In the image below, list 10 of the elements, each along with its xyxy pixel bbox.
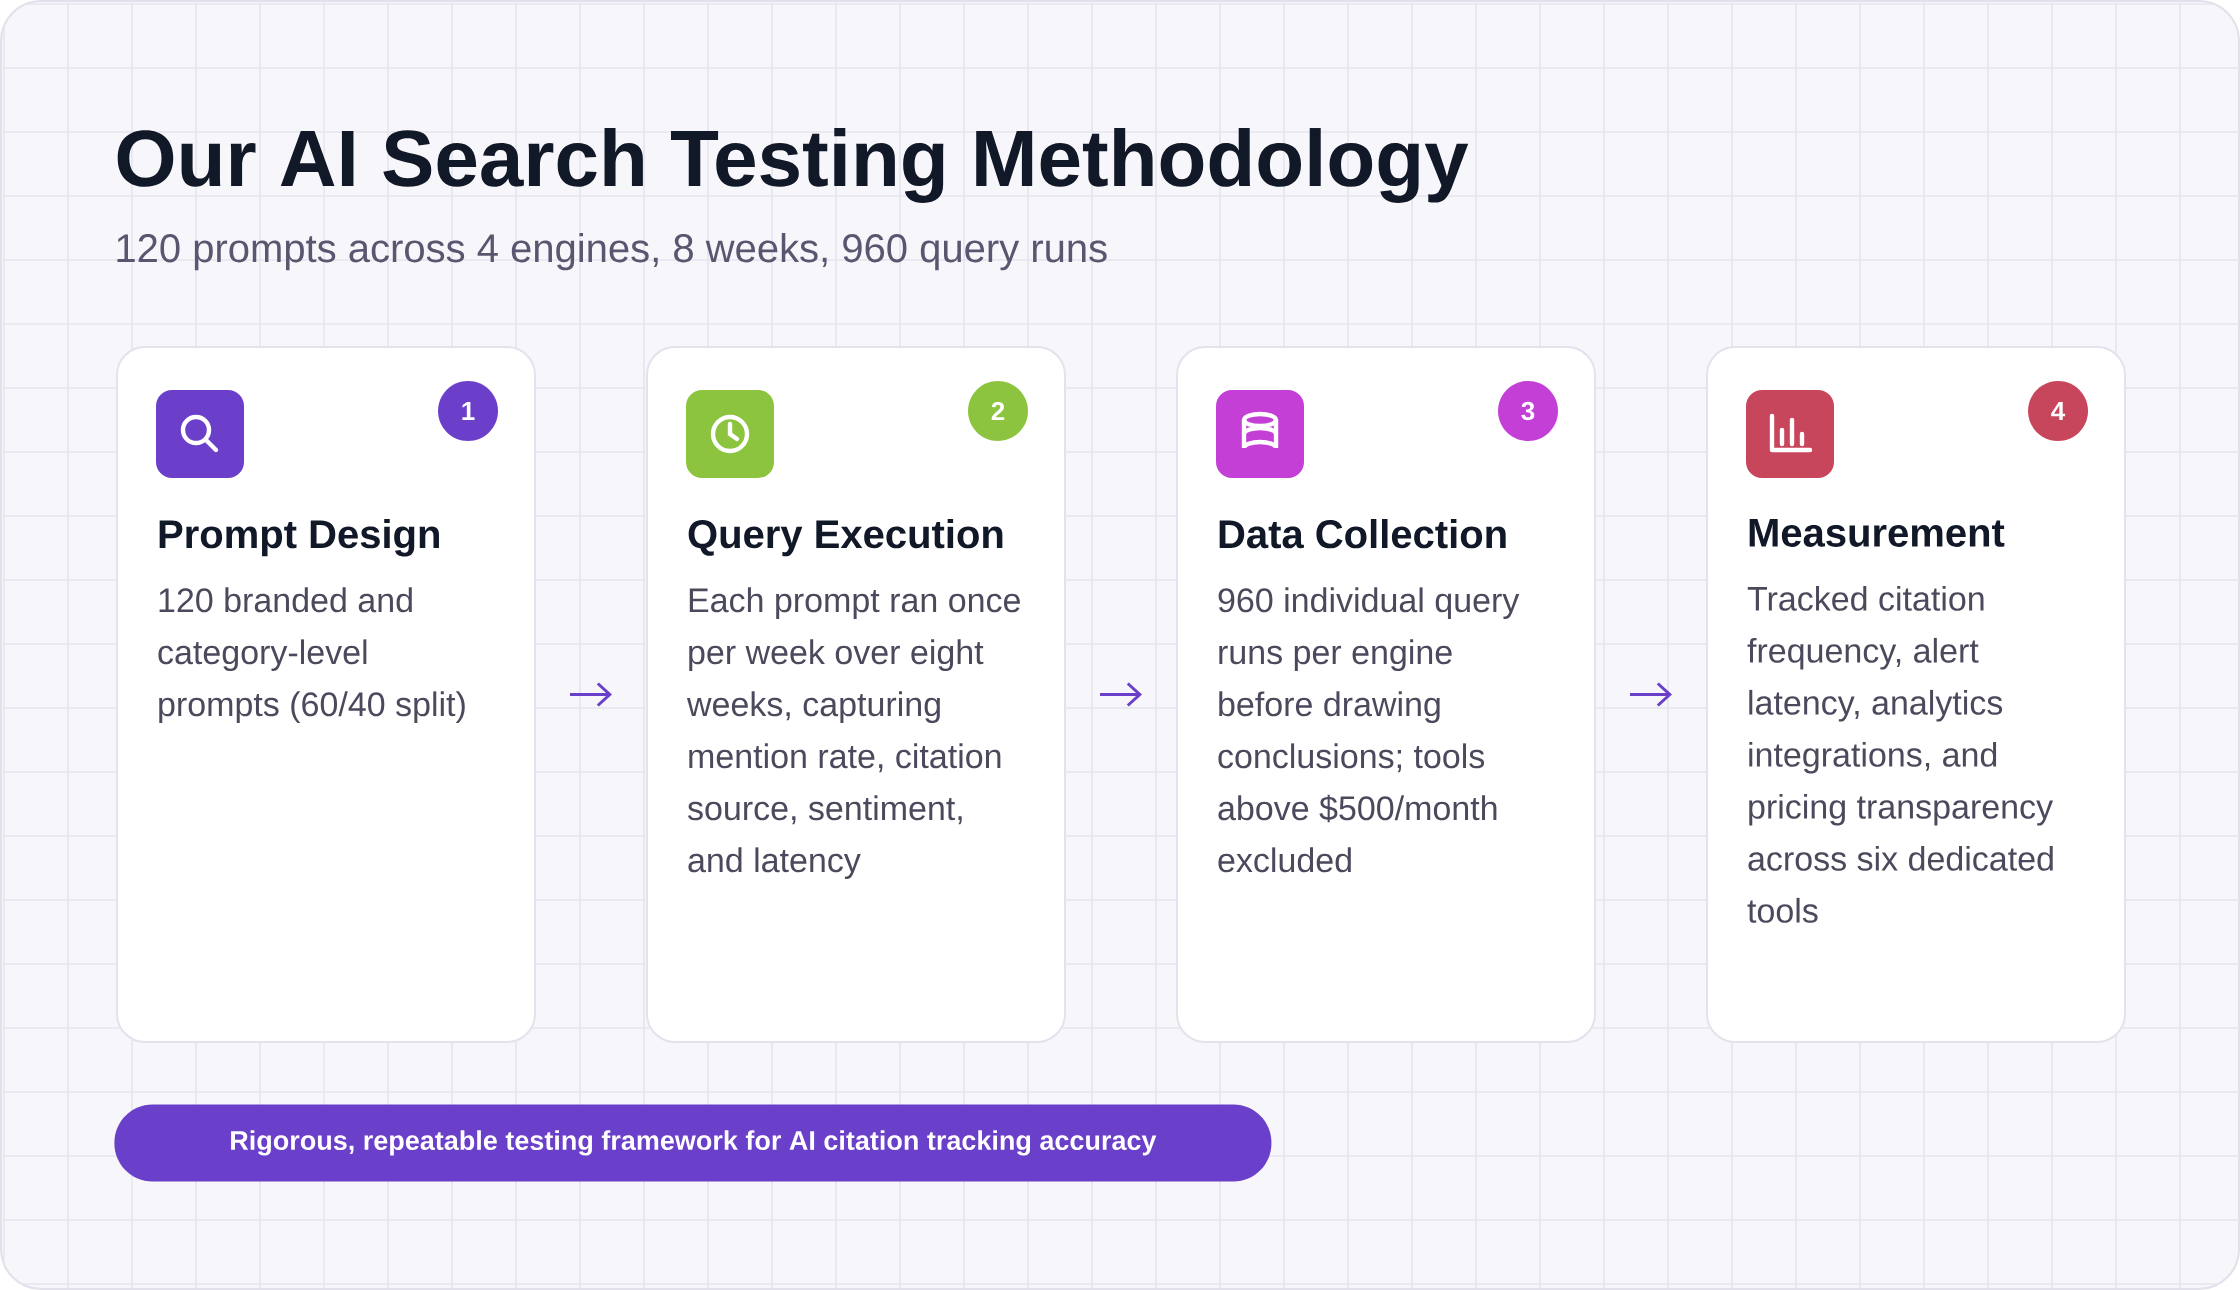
step-number-badge: 1 <box>438 381 498 441</box>
step-number-badge: 2 <box>968 381 1028 441</box>
step-number-badge: 4 <box>2028 381 2088 441</box>
arrow <box>1630 682 1672 707</box>
step-number-badge: 3 <box>1498 381 1558 441</box>
summary-banner: Rigorous, repeatable testing framework for AI citation tracking accuracy <box>114 1104 1272 1182</box>
subtitle: 120 prompts across 4 engines, 8 weeks, 960 query runs <box>117 233 1107 271</box>
title: Our AI Search Testing Methodology <box>117 128 1469 203</box>
arrow <box>570 682 612 707</box>
arrow <box>1100 682 1142 707</box>
